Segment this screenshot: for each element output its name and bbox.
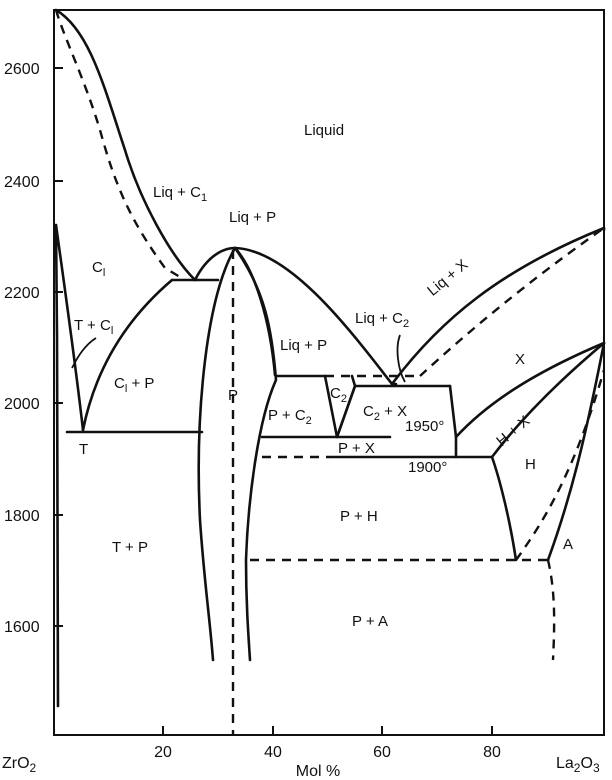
region-label-t: T — [79, 441, 88, 458]
p-dome-left — [193, 246, 237, 282]
region-label-x: X — [515, 351, 525, 368]
y-tick-label: 1800 — [4, 508, 40, 525]
y-tick-label: 2600 — [4, 61, 40, 78]
region-label-c1: Cl — [92, 259, 105, 279]
region-label-h-x: H + X — [493, 413, 533, 450]
p-field-right — [233, 246, 278, 662]
region-label-liq-c1: Liq + C1 — [153, 184, 207, 204]
c2-x-left — [335, 384, 357, 439]
y-tick-label: 2200 — [4, 285, 40, 302]
region-label-c1-p: Cl + P — [114, 375, 154, 395]
region-label-p-h: P + H — [340, 508, 378, 525]
region-label-p-a: P + A — [352, 613, 388, 630]
plot-frame — [53, 9, 605, 736]
region-label-liquid: Liquid — [304, 122, 344, 139]
x-axis-title: Mol % — [296, 763, 340, 780]
liq-c2-leader — [396, 334, 406, 383]
c2-x-right — [448, 384, 458, 459]
liq-p-boundary — [233, 246, 277, 377]
region-label-p-c2: P + C2 — [268, 407, 312, 427]
liquidus-curve-left — [54, 8, 197, 282]
region-label-liq-p-top: Liq + P — [229, 209, 276, 226]
y-tick-label: 2400 — [4, 174, 40, 191]
c1-p-boundary — [81, 278, 174, 432]
x-tick-label: 60 — [373, 744, 391, 761]
region-label-p: P — [228, 387, 238, 404]
h-a-dashed — [515, 369, 606, 561]
t-boundary — [54, 223, 60, 708]
phase-boundaries — [54, 8, 606, 735]
region-label-c2: C2 — [330, 385, 347, 405]
liq-x-liquidus — [390, 226, 606, 386]
y-tick-label: 1600 — [4, 619, 40, 636]
region-label-p-x: P + X — [338, 440, 375, 457]
temp-label-1950: 1950° — [405, 418, 444, 435]
p-field-left — [197, 246, 237, 662]
a-boundary — [546, 559, 556, 661]
region-label-a: A — [563, 536, 573, 553]
x-tick-label: 80 — [483, 744, 501, 761]
region-label-liq-p: Liq + P — [280, 337, 327, 354]
left-component-label: ZrO2 — [2, 755, 37, 775]
right-component-label: La2O3 — [556, 755, 600, 775]
region-label-c2-x: C2 + X — [363, 403, 407, 423]
liq-x-dashed — [419, 227, 605, 377]
t-c1-leader — [71, 337, 97, 369]
region-label-t-c1: T + Cl — [74, 317, 113, 337]
x-h-boundary-right — [490, 341, 606, 459]
region-label-liq-x: Liq + X — [424, 256, 471, 299]
region-label-liq-c2: Liq + C2 — [355, 310, 409, 330]
x-tick-label: 20 — [154, 744, 172, 761]
x-axis: 20 40 60 80 Mol % ZrO2 La2O3 — [2, 726, 600, 780]
y-axis: 2600 2400 2200 2000 1800 1600 — [4, 61, 63, 636]
h-field-right — [546, 341, 606, 562]
x-tick-label: 40 — [264, 744, 282, 761]
p-dome-right — [233, 246, 394, 386]
region-label-h: H — [525, 456, 536, 473]
c1-t-left — [54, 223, 85, 432]
region-label-t-p: T + P — [112, 539, 148, 556]
x-h-boundary-left — [454, 341, 606, 439]
temp-label-1900: 1900° — [408, 459, 447, 476]
dashed-boundary-left — [54, 9, 186, 282]
y-tick-label: 2000 — [4, 396, 40, 413]
p-h-right-boundary — [490, 455, 518, 562]
